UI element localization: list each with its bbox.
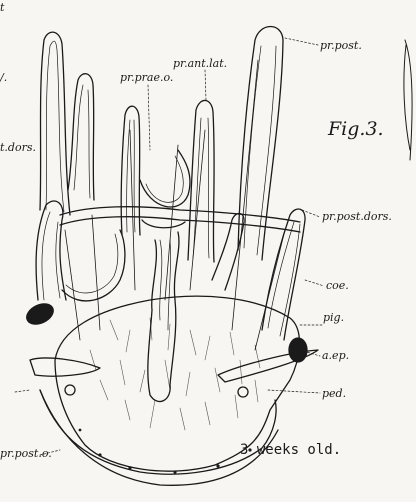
pedicel-left xyxy=(65,385,75,395)
arm-central-u xyxy=(140,150,190,207)
label-coe: coe. xyxy=(326,280,349,292)
arm-left-loop xyxy=(36,201,66,300)
pigment-left xyxy=(24,300,57,328)
epaulette-left xyxy=(30,358,100,376)
adjacent-figure-fragment xyxy=(404,40,412,160)
label-fragment-mid: /. xyxy=(0,72,7,84)
label-pr-ant-lat: pr.ant.lat. xyxy=(173,58,227,70)
pigment-right xyxy=(289,338,307,362)
label-pr-prae-o: pr.prae.o. xyxy=(120,72,173,84)
arm-prae-oral xyxy=(121,106,140,235)
figure-number: Fig.3. xyxy=(328,118,384,140)
pedicel-right xyxy=(238,387,248,397)
label-pig: pig. xyxy=(323,312,344,324)
label-pr-post-o: pr.post.o. xyxy=(0,448,52,460)
arm-left-outer xyxy=(40,32,70,215)
label-pr-post: pr.post. xyxy=(320,40,362,52)
arm-ant-lateral xyxy=(188,100,214,262)
label-dors-fragment: t.dors. xyxy=(0,142,36,154)
label-pr-post-dors: pr.post.dors. xyxy=(322,211,392,223)
label-ped: ped. xyxy=(322,388,346,400)
arm-left-inner xyxy=(68,74,94,200)
arm-central-loop xyxy=(142,220,185,228)
central-stalk xyxy=(148,232,179,402)
figure-caption: 3 weeks old. xyxy=(240,442,341,458)
label-a-ep: a.ep. xyxy=(322,350,349,362)
label-fragment-top: t xyxy=(0,2,4,14)
